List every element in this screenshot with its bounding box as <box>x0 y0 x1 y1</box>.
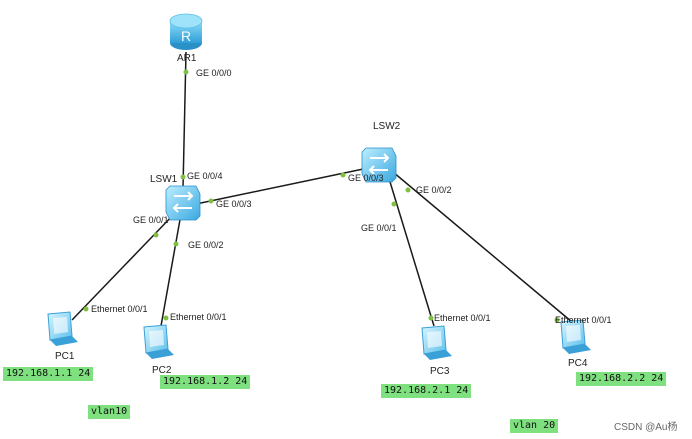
port-dot <box>405 187 411 193</box>
port-dot <box>163 315 169 321</box>
device-label-pc1: PC1 <box>55 351 75 362</box>
ip-label-pc4: 192.168.2.2 24 <box>576 372 667 386</box>
device-label-lsw1: LSW1 <box>150 174 178 185</box>
port-dot <box>391 201 397 207</box>
switch-icon[interactable] <box>361 147 397 183</box>
port-label: GE 0/0/1 <box>133 215 169 225</box>
port-dot <box>554 317 560 323</box>
device-label-lsw2: LSW2 <box>373 121 401 132</box>
ip-label-pc1: 192.168.1.1 24 <box>3 367 94 381</box>
port-label: Ethernet 0/0/1 <box>170 312 227 322</box>
link-lsw2-pc4 <box>392 171 573 323</box>
link-ar1-lsw1 <box>182 51 187 189</box>
port-label: Ethernet 0/0/1 <box>555 315 612 325</box>
pc-icon[interactable] <box>560 319 591 354</box>
device-label-pc2: PC2 <box>152 365 172 376</box>
port-dot <box>180 174 186 180</box>
port-label: Ethernet 0/0/1 <box>434 313 491 323</box>
port-dot <box>173 241 179 247</box>
port-label: GE 0/0/2 <box>188 240 224 250</box>
vlan-note: vlan 20 <box>510 419 559 433</box>
vlan-note: vlan10 <box>88 405 131 419</box>
port-dot <box>83 306 89 312</box>
port-dot <box>183 69 189 75</box>
port-dot <box>208 198 214 204</box>
port-label: GE 0/0/2 <box>416 185 452 195</box>
port-dot <box>153 232 159 238</box>
port-dot <box>340 172 346 178</box>
port-label: GE 0/0/0 <box>196 68 232 78</box>
link-lsw1-pc1 <box>71 211 177 321</box>
router-icon[interactable]: R <box>169 13 203 50</box>
ip-label-pc2: 192.168.1.2 24 <box>160 375 251 389</box>
device-label-pc3: PC3 <box>430 366 450 377</box>
link-lsw1-pc2 <box>160 213 182 327</box>
pc-icon[interactable] <box>421 325 452 360</box>
link-lsw1-lsw2 <box>195 167 369 205</box>
port-label: GE 0/0/4 <box>187 171 223 181</box>
pc-icon[interactable] <box>143 324 174 359</box>
switch-icon[interactable] <box>165 185 201 221</box>
port-label: GE 0/0/1 <box>361 223 397 233</box>
svg-text:R: R <box>181 28 191 44</box>
ip-label-pc3: 192.168.2.1 24 <box>381 384 472 398</box>
port-label: Ethernet 0/0/1 <box>91 304 148 314</box>
watermark: CSDN @Au杨 <box>614 422 678 433</box>
port-label: GE 0/0/3 <box>216 199 252 209</box>
link-lsw2-pc3 <box>386 171 435 327</box>
device-label-ar1: AR1 <box>177 53 197 64</box>
port-label: GE 0/0/3 <box>348 173 384 183</box>
device-label-pc4: PC4 <box>568 358 588 369</box>
port-dot <box>428 315 434 321</box>
pc-icon[interactable] <box>47 311 78 346</box>
